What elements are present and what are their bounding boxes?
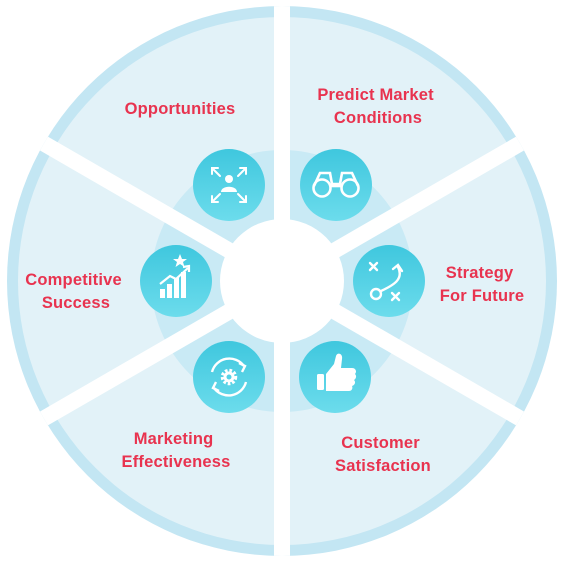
label-line: Conditions <box>334 109 422 127</box>
label-line: Competitive <box>25 271 122 289</box>
segment-label: Customer Satisfaction <box>335 434 431 475</box>
segment-label: Predict Market Conditions <box>317 86 438 127</box>
segment-label: Competitive Success <box>25 271 126 312</box>
label-line: Strategy <box>446 264 514 282</box>
growth-chart-icon <box>159 254 191 298</box>
expand-person-icon <box>211 167 247 203</box>
segment-strategy-for-future: Strategy For Future <box>353 245 524 317</box>
label-line: Customer <box>341 434 420 452</box>
icon-circle <box>193 149 265 221</box>
segment-marketing-effectiveness: Marketing Effectiveness <box>122 341 265 471</box>
strategy-plan-icon <box>368 261 404 302</box>
label-line: For Future <box>440 287 525 305</box>
segment-label: Strategy For Future <box>440 264 525 305</box>
label-line: Opportunities <box>125 100 236 118</box>
label-line: Satisfaction <box>335 457 431 475</box>
label-line: Marketing <box>134 430 214 448</box>
thumbs-up-icon <box>317 353 357 391</box>
segment-label: Marketing Effectiveness <box>122 430 231 471</box>
segment-opportunities: Opportunities <box>125 100 265 221</box>
segment-label: Opportunities <box>125 100 236 118</box>
label-line: Success <box>42 294 110 312</box>
segment-competitive-success: Competitive Success <box>25 245 212 317</box>
icon-circle <box>353 245 425 317</box>
segment-predict-market-conditions: Predict Market Conditions <box>300 86 438 221</box>
segment-customer-satisfaction: Customer Satisfaction <box>299 341 431 475</box>
gear-cycle-icon <box>210 357 248 397</box>
label-line: Predict Market <box>317 86 434 104</box>
center-hub <box>220 219 344 343</box>
label-line: Effectiveness <box>122 453 231 471</box>
binoculars-icon <box>312 171 360 198</box>
